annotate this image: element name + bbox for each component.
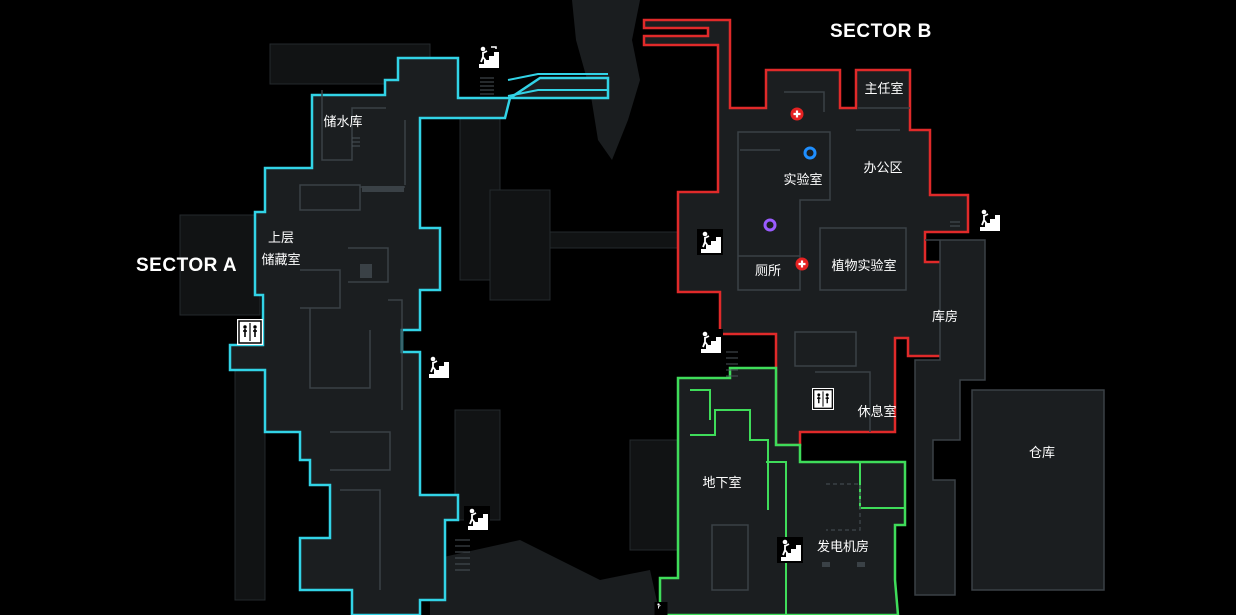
room-director-office: 主任室	[864, 82, 904, 97]
room-warehouse: 仓库	[1028, 446, 1056, 461]
room-upper-storage: 上层 储藏室	[261, 228, 300, 272]
stairs-icon[interactable]	[697, 229, 723, 255]
stairs-icon[interactable]	[777, 537, 803, 563]
east-corridor	[914, 239, 1105, 596]
stairs-icon[interactable]	[976, 207, 1002, 233]
room-plant-lab: 植物实验室	[831, 259, 897, 274]
bridge	[507, 73, 608, 97]
terrain-area	[430, 540, 660, 615]
background-structures	[179, 43, 681, 601]
elevator-icon[interactable]	[812, 388, 834, 410]
room-laboratory: 实验室	[783, 173, 823, 188]
sector-b-floor	[642, 18, 970, 447]
room-storeroom: 库房	[931, 310, 959, 325]
sector-b-label: SECTOR B	[830, 21, 932, 42]
room-office-area: 办公区	[863, 161, 903, 176]
elevator-icon[interactable]	[237, 319, 263, 345]
stair-tracks	[352, 77, 960, 571]
room-generator-room: 发电机房	[816, 540, 870, 555]
basement-floor	[658, 366, 907, 615]
room-upper-storage-line1: 上层	[267, 231, 295, 246]
stairs-icon[interactable]	[425, 354, 451, 380]
sector-a-floor	[228, 56, 610, 615]
stairs-icon[interactable]	[697, 329, 723, 355]
medical-cross-icon[interactable]	[795, 257, 809, 271]
room-water-storage: 储水库	[323, 115, 363, 130]
room-basement: 地下室	[702, 476, 742, 491]
stairs-icon[interactable]	[464, 506, 490, 532]
blue-ring-marker-icon[interactable]	[803, 146, 817, 160]
purple-ring-marker-icon[interactable]	[763, 218, 777, 232]
room-upper-storage-line2: 储藏室	[261, 253, 301, 268]
room-restroom: 厕所	[754, 264, 782, 279]
sector-a-label: SECTOR A	[136, 255, 238, 276]
stairs-icon[interactable]	[475, 44, 501, 70]
room-lounge: 休息室	[857, 405, 897, 420]
stairs-icon[interactable]	[648, 602, 674, 615]
medical-cross-icon[interactable]	[790, 107, 804, 121]
